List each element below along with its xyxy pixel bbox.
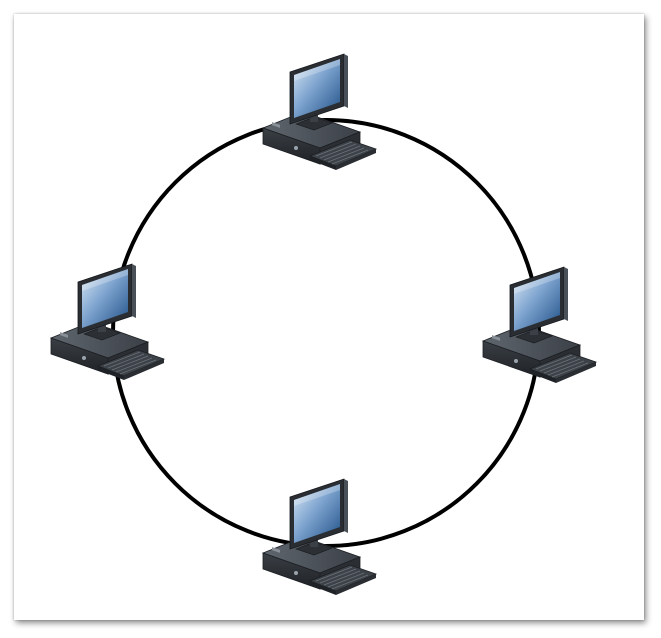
- computer-right-icon: [482, 266, 597, 384]
- ring-link: [111, 118, 541, 548]
- computer-bottom-icon: [262, 478, 377, 596]
- computer-top-icon: [262, 53, 377, 171]
- computer-left-icon: [50, 263, 165, 381]
